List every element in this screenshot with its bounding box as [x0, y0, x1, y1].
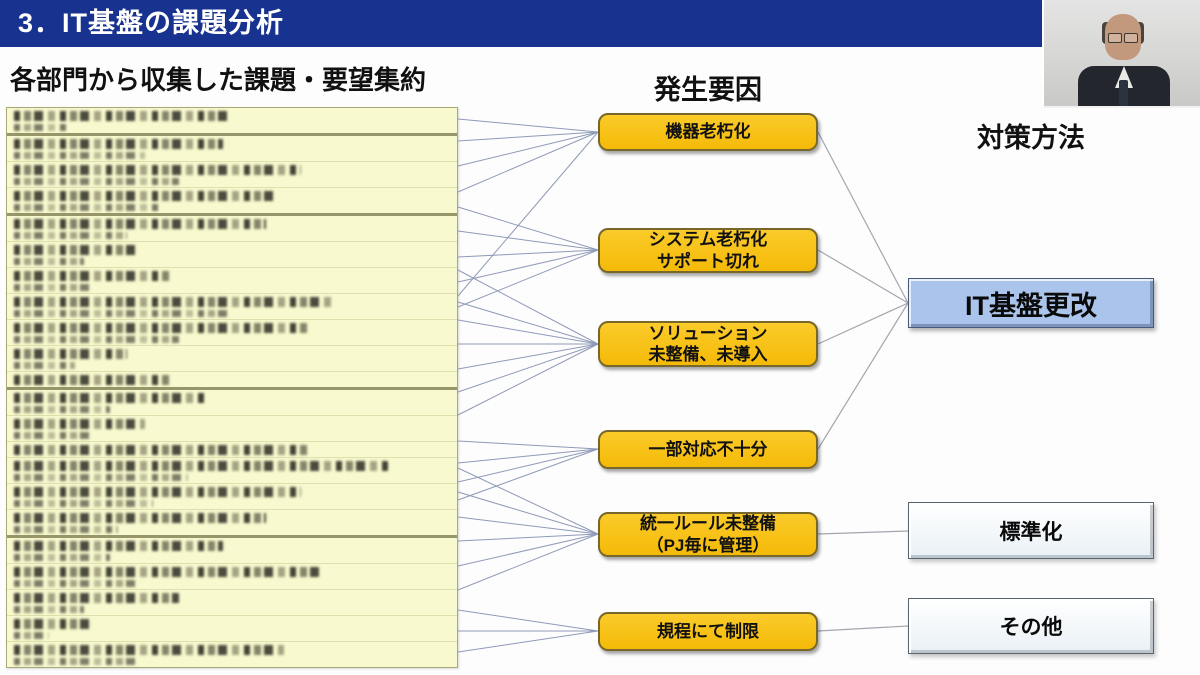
- issue-row-redacted: [7, 616, 457, 642]
- cause-label: 機器老朽化: [665, 122, 751, 142]
- issues-column-heading: 各部門から収集した課題・要望集約: [10, 65, 427, 95]
- issue-row-redacted: [7, 564, 457, 590]
- issue-row-redacted: [7, 320, 457, 346]
- issue-row-redacted: [7, 268, 457, 294]
- causes-column-heading: 発生要因: [654, 75, 762, 105]
- issue-row-redacted: [7, 242, 457, 268]
- issue-row-redacted: [7, 416, 457, 442]
- issue-row-redacted: [7, 346, 457, 372]
- solution-label: その他: [999, 616, 1063, 639]
- cause-label: ソリューション 未整備、未導入: [648, 323, 768, 364]
- presenter-webcam-video: [1042, 0, 1200, 108]
- issue-row-redacted: [7, 510, 457, 538]
- cause-label: 統一ルール未整備 （PJ毎に管理）: [640, 514, 776, 555]
- solution-box-standardization: 標準化: [908, 502, 1154, 559]
- issue-row-redacted: [7, 484, 457, 510]
- presenter-tie: [1119, 80, 1128, 106]
- issue-row-redacted: [7, 216, 457, 242]
- solution-label: 標準化: [999, 520, 1063, 544]
- cause-label: 規程にて制限: [657, 621, 759, 641]
- cause-box-no-unified-rules: 統一ルール未整備 （PJ毎に管理）: [598, 512, 818, 557]
- presenter-head: [1105, 14, 1141, 60]
- solution-box-it-infrastructure-renewal: IT基盤更改: [908, 278, 1154, 328]
- cause-box-solution-missing: ソリューション 未整備、未導入: [598, 321, 818, 367]
- cause-box-partial-support: 一部対応不十分: [598, 430, 818, 469]
- slide-title: 3．IT基盤の課題分析: [18, 8, 285, 38]
- issue-row-redacted: [7, 390, 457, 416]
- issue-row-redacted: [7, 372, 457, 390]
- cause-label: システム老朽化 サポート切れ: [648, 230, 768, 271]
- solution-box-other: その他: [908, 598, 1154, 654]
- cause-box-equipment-aging: 機器老朽化: [598, 113, 818, 151]
- solution-label: IT基盤更改: [965, 290, 1097, 321]
- issue-row-redacted: [7, 590, 457, 616]
- solutions-column-heading: 対策方法: [977, 123, 1085, 153]
- issues-list-panel: [6, 107, 458, 668]
- presenter-glasses: [1108, 33, 1138, 43]
- cause-box-system-aging: システム老朽化 サポート切れ: [598, 228, 818, 273]
- issue-row-redacted: [7, 442, 457, 458]
- cause-box-regulation-limits: 規程にて制限: [598, 612, 818, 651]
- issue-row-redacted: [7, 458, 457, 484]
- issue-row-redacted: [7, 136, 457, 162]
- slide-header-bar: 3．IT基盤の課題分析: [0, 0, 1043, 47]
- cause-label: 一部対応不十分: [648, 439, 768, 459]
- issue-row-redacted: [7, 642, 457, 667]
- issue-row-redacted: [7, 188, 457, 216]
- issue-row-redacted: [7, 108, 457, 136]
- issue-row-redacted: [7, 538, 457, 564]
- issue-row-redacted: [7, 294, 457, 320]
- issue-row-redacted: [7, 162, 457, 188]
